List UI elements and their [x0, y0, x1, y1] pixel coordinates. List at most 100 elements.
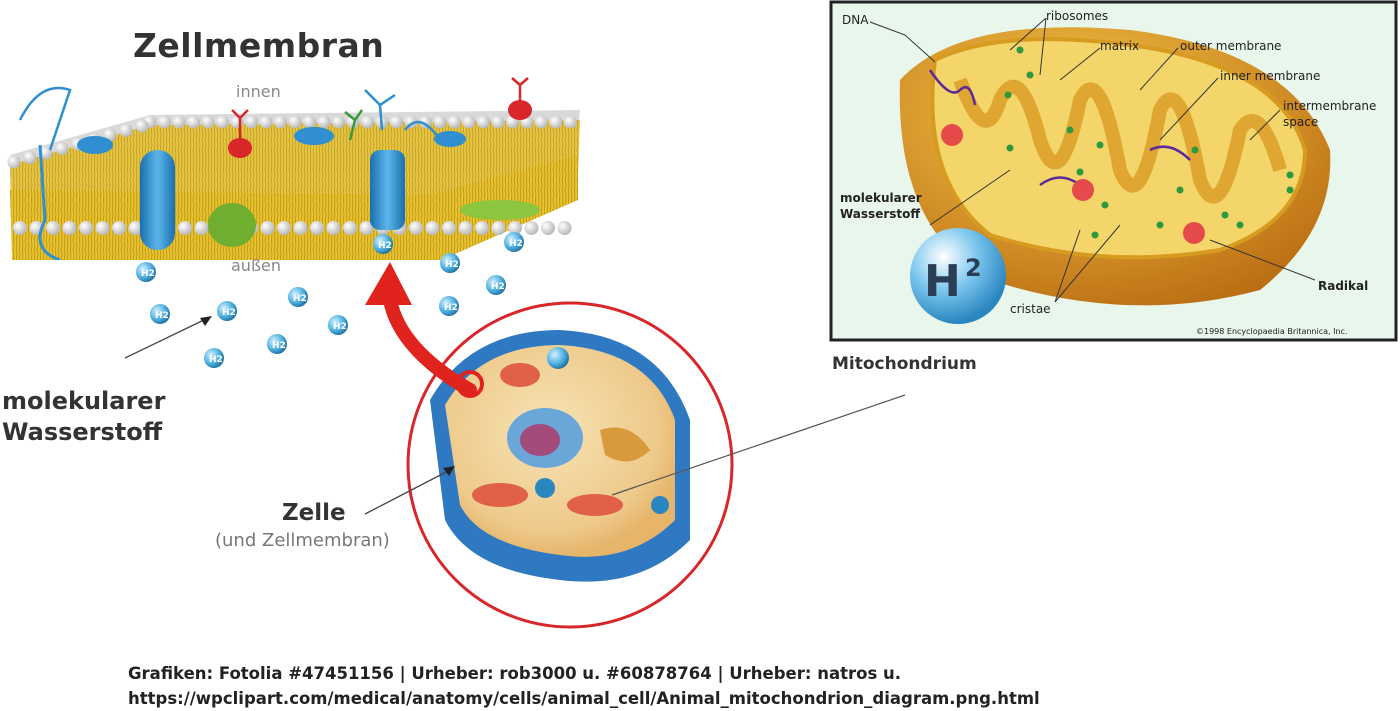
lipid-head [23, 151, 37, 164]
lipid-head [508, 221, 522, 235]
lipid-head [95, 221, 110, 235]
label-radikal: Radikal [1318, 279, 1368, 293]
carbohydrate-chain [364, 89, 396, 131]
h2-molecule: H2 [328, 315, 348, 335]
svg-text:H2: H2 [333, 322, 347, 332]
lipid-head [187, 115, 200, 129]
ribosome-dot [1286, 171, 1294, 179]
svg-text:H2: H2 [509, 239, 523, 249]
svg-text:H2: H2 [141, 269, 155, 279]
lipid-head [564, 115, 577, 129]
lipid-head [7, 155, 21, 169]
lipid-head [55, 142, 69, 155]
lipid-head [128, 221, 143, 235]
lipid-head [491, 115, 505, 129]
radikal-leader [1209, 239, 1316, 281]
lipid-head [332, 115, 345, 129]
h2-pointer-arrowhead [200, 316, 212, 326]
big-h2-superscript: 2 [965, 254, 982, 282]
credit-line2: https://wpclipart.com/medical/anatomy/ce… [128, 689, 1040, 708]
lipid-head [448, 115, 461, 129]
label-matrix: matrix [1100, 39, 1139, 53]
glycoprotein-red-2 [508, 77, 532, 120]
ribosome-dot [1004, 91, 1012, 99]
lipid-head [462, 115, 476, 129]
label-cristae: cristae [1010, 302, 1051, 316]
red-arrow-shaft [383, 293, 477, 397]
credit-line1: Grafiken: Fotolia #47451156 | Urheber: r… [128, 664, 902, 683]
lipid-head [433, 115, 447, 129]
lipid-head [13, 221, 27, 235]
peripheral-protein-green [208, 203, 256, 247]
membrane-title: Zellmembran [133, 26, 385, 65]
molecular-hydrogen-line2: Wasserstoff [2, 418, 163, 446]
transmembrane-protein-blue [140, 150, 175, 250]
mito-pointer-line [611, 394, 906, 496]
lipid-head [361, 115, 374, 129]
ribosome-dot [1236, 221, 1244, 229]
svg-text:H2: H2 [445, 260, 459, 270]
lipid-head [135, 119, 149, 133]
h2-molecule: H2 [440, 253, 460, 273]
lipid-head [274, 115, 287, 129]
outside-label: außen [231, 256, 282, 275]
ribosome-dot [1016, 46, 1024, 54]
h2-molecule: H2 [204, 348, 224, 368]
intermembrane-leader [1249, 109, 1281, 141]
label-ribosomes: ribosomes [1046, 9, 1108, 23]
ribosomes-leader [1009, 17, 1047, 76]
h2-molecule: H2 [504, 232, 524, 252]
lipid-head [194, 221, 209, 235]
channel-protein-blue [370, 150, 405, 230]
ribosome-dots [1004, 46, 1294, 239]
lipid-head [390, 115, 403, 129]
dna-leader [869, 21, 936, 63]
cristae-leader [1054, 224, 1121, 303]
svg-text:H2: H2 [209, 355, 223, 365]
h2-molecule: H2 [439, 296, 459, 316]
lipid-head [549, 115, 563, 129]
lipid-head [112, 221, 126, 235]
radical-sphere-2 [1072, 179, 1094, 201]
radical-sphere [941, 124, 963, 146]
lipid-head [343, 221, 357, 235]
svg-text:H2: H2 [272, 341, 286, 351]
molecular-hydrogen-line1: molekularer [2, 387, 166, 415]
carbohydrate-chain-green [344, 109, 364, 141]
lipid-head [477, 115, 490, 129]
zelle-pointer-arrowhead [443, 466, 455, 476]
lipid-head [442, 221, 456, 235]
ribosome-dot [1076, 168, 1084, 176]
mitochondrion-small-2 [567, 494, 623, 516]
lipid-head [46, 221, 60, 235]
lipid-head [293, 221, 308, 235]
ribosome-dot [1176, 186, 1184, 194]
lipid-head [425, 221, 440, 235]
mitochondrion-diagram: H 2 DNA ribosomes matrix outer membrane … [829, 0, 1398, 342]
animal-cell-illustration [406, 301, 734, 629]
h2-molecule: H2 [373, 234, 393, 254]
zelle-pointer-line [364, 469, 451, 515]
outer-membrane-leader [1139, 47, 1179, 91]
lipid-head [317, 115, 331, 129]
red-arrow-head [365, 262, 412, 305]
lipid-head [458, 221, 473, 235]
peripheral-protein-blue-3 [434, 131, 466, 147]
lipid-head [557, 221, 572, 235]
h2-molecule: H2 [486, 275, 506, 295]
lipid-head [326, 221, 341, 235]
ribosome-dot [1026, 71, 1034, 79]
cristae-folds [953, 77, 1287, 204]
lipid-head [158, 115, 171, 129]
ribosome-dot [1006, 144, 1014, 152]
lipid-head [172, 115, 186, 129]
ribosome-dot [1101, 201, 1109, 209]
label-dna: DNA [842, 13, 869, 27]
lipid-head [39, 146, 53, 160]
lipid-head [201, 115, 215, 129]
ribosome-dot [1221, 211, 1229, 219]
ribosome-dot [1286, 186, 1294, 194]
ribosome-dot [1091, 231, 1099, 239]
h2-molecule: H2 [150, 304, 170, 324]
